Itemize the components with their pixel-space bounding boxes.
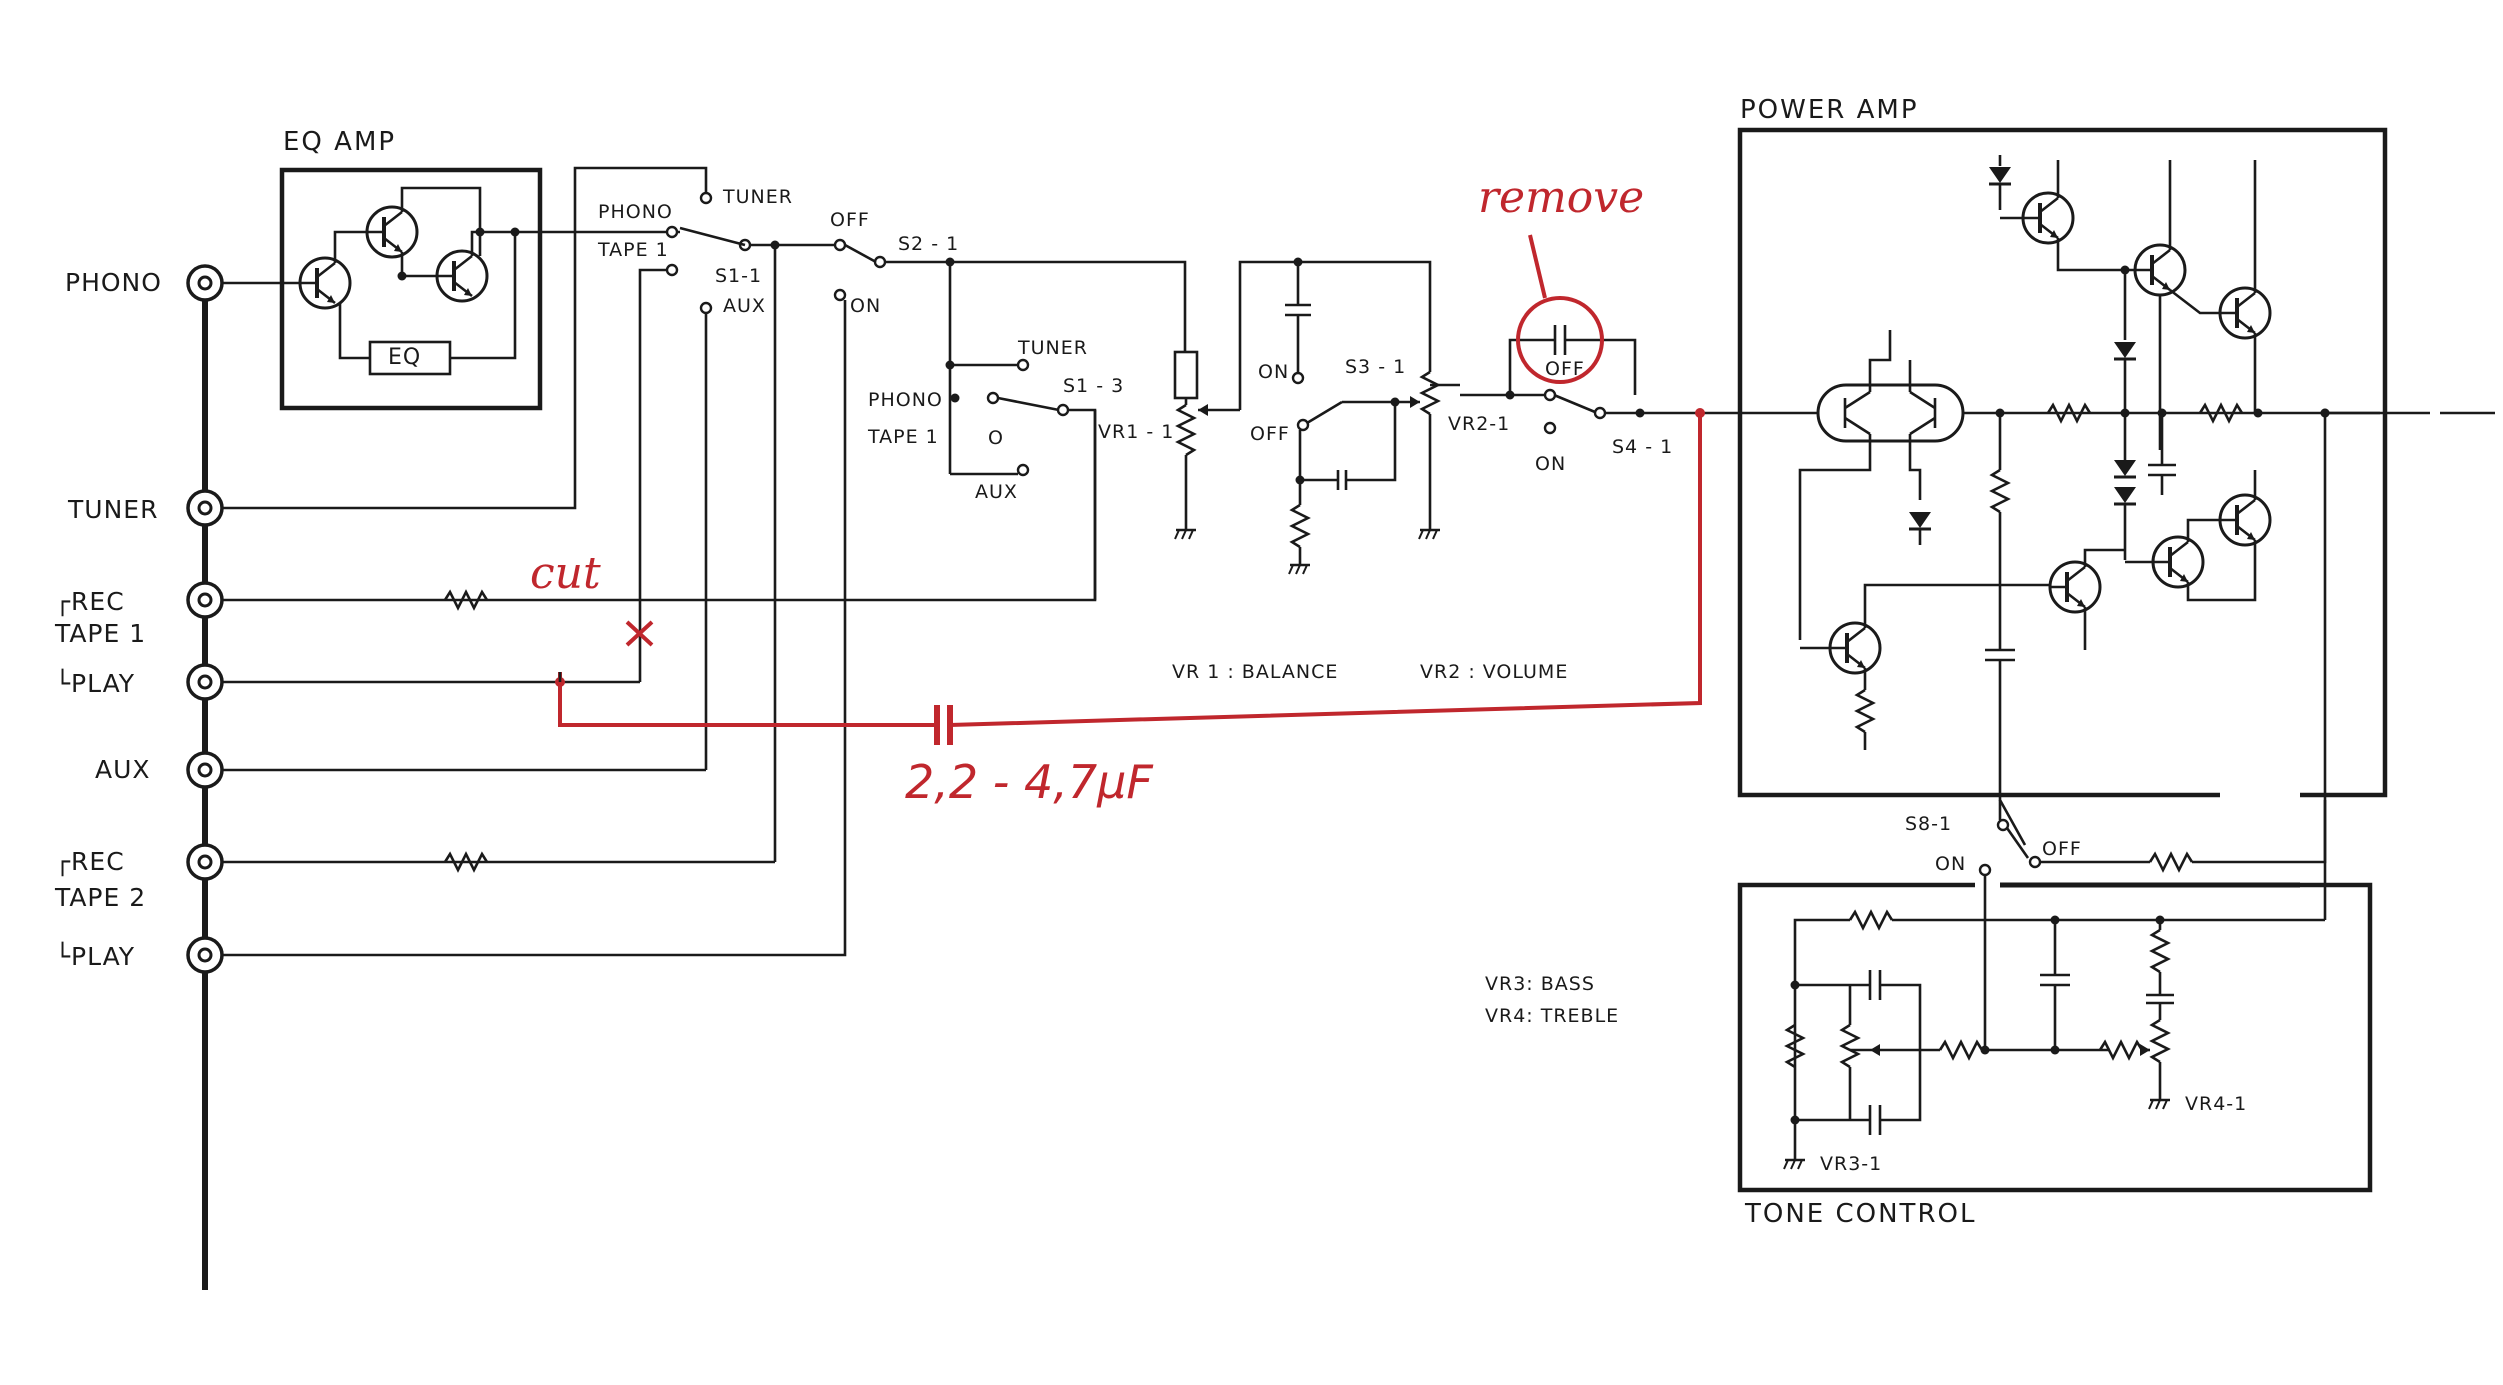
jack-label-tape2-play: └PLAY: [55, 941, 135, 971]
s1-3-phono-label: PHONO: [868, 389, 943, 411]
switch-s1-1: [573, 166, 840, 862]
switch-s2-1: [833, 238, 955, 302]
jack-phono: [186, 264, 224, 302]
power-amp-block: [1737, 127, 2388, 798]
s8-1-off-label: OFF: [2042, 838, 2082, 860]
s1-3-name: S1 - 3: [1063, 375, 1124, 397]
s1-3-tuner-label: TUNER: [1017, 337, 1088, 359]
added-capacitor-wire: [555, 408, 1705, 745]
tone-control-block: [1737, 882, 2373, 1193]
s1-3-o-label: O: [988, 427, 1004, 449]
power-amp-title: POWER AMP: [1740, 95, 1919, 125]
jack-label-tape1-rec: ┌REC: [55, 587, 125, 617]
jack-tuner: [186, 489, 224, 527]
s3-1-off-label: OFF: [1250, 423, 1290, 445]
s1-3-tape1-label: TAPE 1: [867, 426, 939, 448]
eq-label: EQ: [388, 345, 421, 370]
wire-tuner: [222, 482, 577, 510]
capacitor-value-note: 2,2 - 4,7µF: [905, 755, 1153, 809]
vr4-1-label: VR4-1: [2185, 1093, 2247, 1115]
jack-label-tape2: TAPE 2: [54, 883, 146, 912]
s2-1-on-label: ON: [850, 295, 881, 317]
tone-control-circuit: [1782, 800, 2327, 1171]
switch-s3-1: [1238, 257, 1432, 576]
switch-s1-3: [945, 260, 1187, 600]
wire-tape2-play: [222, 300, 847, 957]
vr1-balance-pot: [1173, 280, 1242, 541]
power-amp-circuit: [1750, 155, 2495, 846]
s2-1-name: S2 - 1: [898, 233, 959, 255]
jack-tape2-rec: [186, 843, 224, 881]
legend-vr1: VR 1 : BALANCE: [1172, 661, 1338, 683]
jack-label-tape1-play: └PLAY: [55, 668, 135, 698]
s4-1-off-label: OFF: [1545, 358, 1585, 380]
cut-mark: [625, 620, 654, 647]
vr1-1-label: VR1 - 1: [1098, 421, 1174, 443]
remove-note: remove: [1478, 172, 1644, 223]
s2-1-off-label: OFF: [830, 209, 870, 231]
s1-1-aux-label: AUX: [723, 295, 766, 317]
s4-1-name: S4 - 1: [1612, 436, 1673, 458]
s3-1-on-label: ON: [1258, 361, 1289, 383]
s8-1-name: S8-1: [1905, 813, 1952, 835]
cut-note: cut: [530, 548, 601, 599]
remove-annotation: [1516, 234, 1604, 384]
jack-label-tape1: TAPE 1: [54, 619, 146, 648]
legend-vr3: VR3: BASS: [1485, 973, 1595, 995]
legend-vr2: VR2 : VOLUME: [1420, 661, 1568, 683]
tape1-rec-resistor: [443, 589, 489, 611]
eq-amp-title: EQ AMP: [283, 127, 396, 157]
s4-1-on-label: ON: [1535, 453, 1566, 475]
jack-label-tape2-rec: ┌REC: [55, 847, 125, 877]
jack-label-phono: PHONO: [65, 268, 162, 297]
jack-tape1-rec: [186, 581, 224, 619]
s8-1-on-label: ON: [1935, 853, 1966, 875]
s3-1-name: S3 - 1: [1345, 356, 1406, 378]
s1-3-aux-label: AUX: [975, 481, 1018, 503]
legend-vr4: VR4: TREBLE: [1485, 1005, 1619, 1027]
jack-label-tuner: TUNER: [67, 495, 158, 524]
s1-1-tuner-label: TUNER: [722, 186, 793, 208]
wire-tape1-rec: [222, 410, 1097, 602]
eq-amp-circuit: [222, 186, 680, 376]
jack-tape1-play: [186, 663, 224, 701]
eq-amp-block: [279, 167, 543, 411]
s1-1-name: S1-1: [715, 265, 762, 287]
vr3-1-label: VR3-1: [1820, 1153, 1882, 1175]
jack-aux: [186, 751, 224, 789]
s1-1-tape1-label: TAPE 1: [597, 239, 669, 261]
switch-s8-1: [1978, 800, 2327, 1050]
jack-label-aux: AUX: [95, 755, 151, 784]
jack-tape2-play: [186, 936, 224, 974]
vr2-volume-pot: [1395, 370, 1510, 541]
tone-control-title: TONE CONTROL: [1744, 1199, 1976, 1229]
vr2-1-label: VR2-1: [1448, 413, 1510, 435]
s1-1-phono-label: PHONO: [598, 201, 673, 223]
tape2-rec-resistor: [443, 851, 489, 873]
